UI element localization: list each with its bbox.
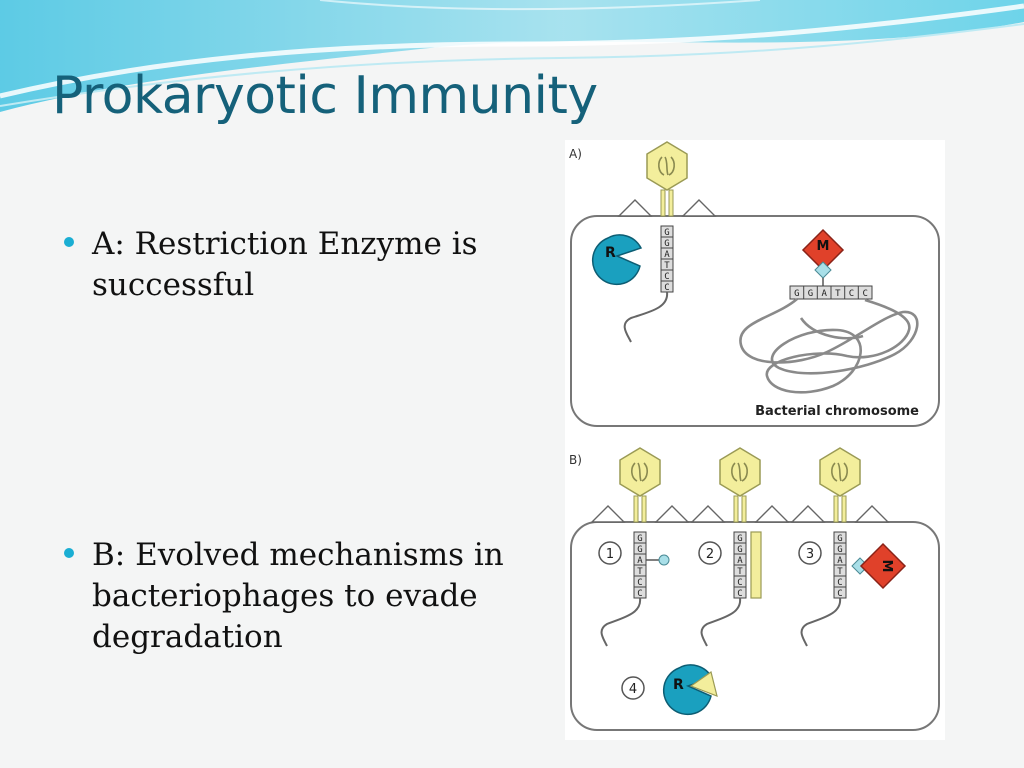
chromosome-label: Bacterial chromosome: [755, 404, 919, 419]
dna-base: C: [837, 578, 842, 588]
dna-base: C: [837, 589, 842, 599]
mechanism-number: 2: [706, 547, 714, 562]
header-wave-decoration: [0, 0, 1024, 112]
dna-base: G: [737, 545, 742, 555]
dna-base: G: [664, 239, 669, 249]
enzyme-r-label: R: [673, 677, 684, 693]
phage-dna-sequence-vertical: G G A T C C: [733, 531, 747, 599]
bullet-item-a: A: Restriction Enzyme is successful: [64, 224, 504, 306]
bullet-text: B: Evolved mechanisms in bacteriophages …: [92, 537, 504, 655]
mechanism-number: 1: [606, 547, 614, 562]
dna-base: A: [837, 556, 843, 566]
anti-restriction-protein: [750, 531, 762, 599]
dna-base: T: [637, 567, 643, 577]
dna-base: G: [637, 534, 642, 544]
enzyme-m-label: M: [879, 560, 894, 573]
dna-base: C: [849, 289, 854, 299]
slide-title: Prokaryotic Immunity: [52, 66, 598, 126]
dna-base: T: [835, 289, 841, 299]
dna-base: G: [637, 545, 642, 555]
bullet-marker: [64, 237, 74, 247]
dna-base: C: [637, 578, 642, 588]
mechanism-number-circle: [621, 676, 645, 700]
phage-dna-strand: [600, 597, 642, 647]
dna-base: C: [737, 589, 742, 599]
panel-b-label: B): [569, 453, 582, 467]
panel-a-label: A): [569, 147, 582, 161]
phage-dna-strand: [700, 597, 742, 647]
dna-base: C: [664, 283, 669, 293]
enzyme-m-label: M: [817, 239, 830, 254]
phage-dna-strand: [623, 291, 669, 343]
restriction-enzyme-icon: [662, 664, 714, 716]
bullet-text: A: Restriction Enzyme is successful: [92, 226, 478, 303]
dna-base: G: [837, 534, 842, 544]
dna-base: G: [837, 545, 842, 555]
dna-base: A: [821, 289, 827, 299]
bullet-item-b: B: Evolved mechanisms in bacteriophages …: [64, 535, 504, 658]
dna-base: T: [737, 567, 743, 577]
restriction-inhibitor-protein: [689, 671, 718, 697]
modified-base-marker: [658, 554, 670, 566]
dna-base: C: [664, 272, 669, 282]
dna-base: G: [737, 534, 742, 544]
bacterial-cell-b: [570, 521, 940, 731]
enzyme-r-label: R: [605, 245, 616, 261]
mechanism-number-circle: [598, 541, 622, 565]
dna-base: A: [637, 556, 643, 566]
dna-base: G: [664, 228, 669, 238]
restriction-enzyme-icon: [591, 234, 643, 286]
prokaryotic-immunity-figure: A) G G A T C C R M: [565, 140, 945, 740]
dna-base: T: [837, 567, 843, 577]
mechanism-number-circle: [698, 541, 722, 565]
dna-base: G: [808, 289, 813, 299]
dna-base: A: [664, 250, 670, 260]
dna-base: C: [637, 589, 642, 599]
mechanism-number: 3: [806, 547, 814, 562]
phage-dna-sequence-vertical: G G A T C C: [833, 531, 847, 599]
dna-base: C: [862, 289, 867, 299]
dna-base: C: [737, 578, 742, 588]
phage-dna-sequence-vertical: G G A T C C: [660, 225, 674, 293]
mechanism-number: 4: [629, 682, 637, 697]
phage-dna-sequence-vertical: G G A T C C: [633, 531, 647, 599]
dna-base: G: [794, 289, 799, 299]
dna-base: T: [664, 261, 670, 271]
bullet-marker: [64, 548, 74, 558]
methylase-enzyme-icon: [859, 542, 907, 590]
mechanism-number-circle: [798, 541, 822, 565]
bacterial-chromosome: [739, 298, 919, 394]
chromosome-dna-sequence-horizontal: G G A T C C: [789, 285, 873, 300]
phage-dna-strand: [800, 597, 842, 647]
dna-base: A: [737, 556, 743, 566]
